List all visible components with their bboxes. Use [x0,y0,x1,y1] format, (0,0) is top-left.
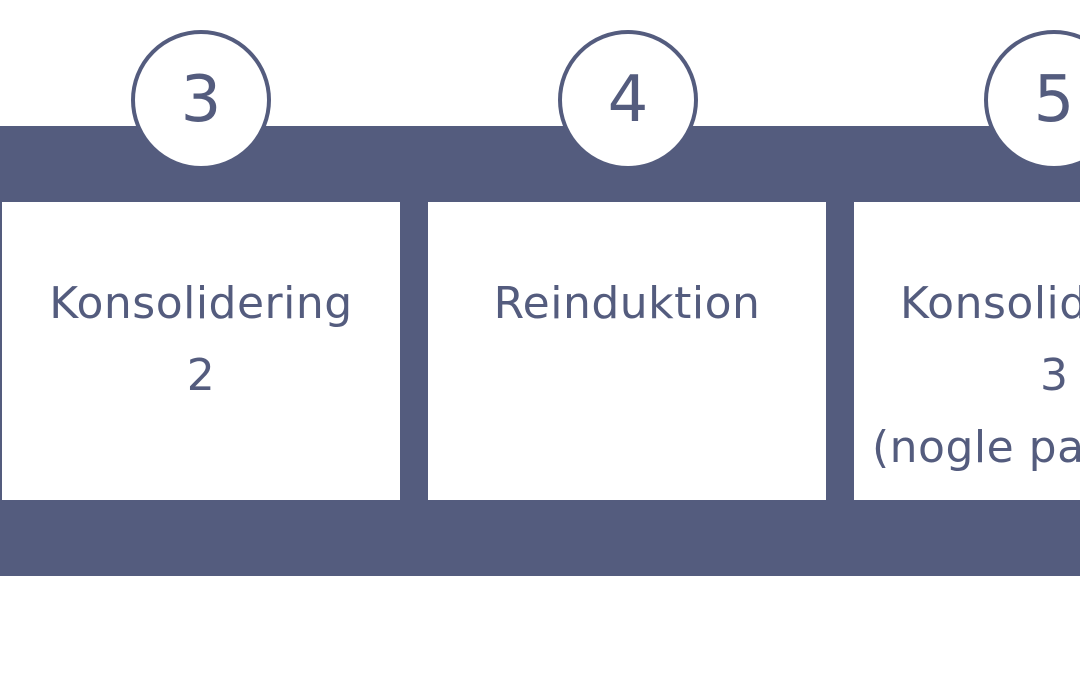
step-number: 4 [607,63,649,137]
step-label-line: Reinduktion [493,278,761,329]
step-number-badge-3: 3 [131,30,271,170]
step-label-line: Konsolid [900,278,1080,329]
step-number: 3 [180,63,222,137]
step-box-3: Konsolidering 2 [2,202,400,500]
step-box-4: Reinduktion [428,202,826,500]
step-label-line: 3 [1040,350,1069,401]
step-label-line: Konsolidering [49,278,353,329]
step-label-line: (nogle pat [872,422,1080,473]
step-box-5: Konsolid 3 (nogle pat [854,202,1080,500]
step-number: 5 [1033,63,1075,137]
step-label-line: 2 [186,350,216,401]
step-number-badge-4: 4 [558,30,698,170]
